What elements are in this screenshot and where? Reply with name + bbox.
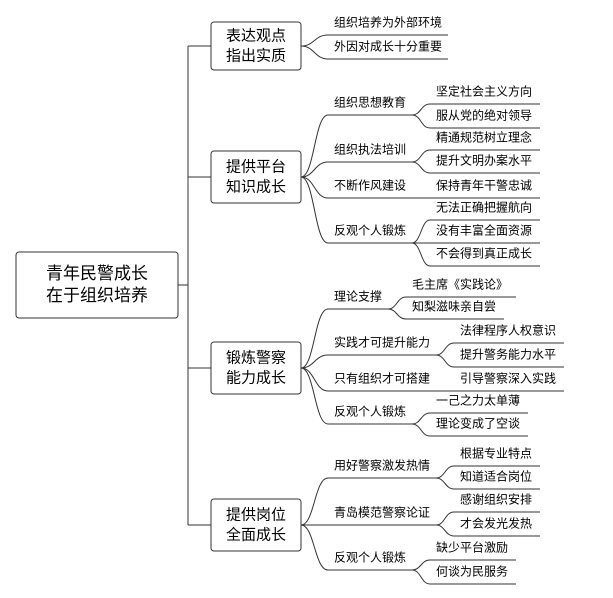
item-connector (300, 45, 329, 60)
child-connector (411, 161, 431, 174)
root-node-label: 青年民警成长 (46, 264, 148, 284)
item-label: 反观个人锻炼 (334, 404, 406, 419)
child-label: 才会发光发热 (460, 516, 532, 531)
branch-node-label: 全面成长 (226, 526, 286, 544)
child-connector (411, 559, 431, 571)
item-label: 不断作风建设 (334, 178, 406, 193)
item-label: 用好警察激发热情 (334, 458, 430, 473)
child-label: 保持青年干警忠诚 (436, 178, 532, 193)
child-connector (411, 103, 431, 116)
item-label: 实践才可提升能力 (334, 335, 430, 350)
child-label: 无法正确把握航向 (436, 200, 532, 215)
item-connector (300, 367, 329, 392)
child-label: 理论变成了空谈 (436, 416, 520, 431)
item-label: 青岛模范警察论证 (334, 505, 430, 520)
child-label: 坚定社会主义方向 (436, 84, 532, 99)
item-label: 组织执法培训 (334, 142, 406, 157)
child-connector (435, 342, 455, 356)
item-connector (300, 114, 329, 178)
child-label: 不会得到真正成长 (436, 246, 532, 261)
item-connector (300, 176, 329, 199)
child-connector (411, 412, 431, 425)
branch-node-label: 能力成长 (226, 369, 286, 387)
child-label: 精通规范树立理念 (436, 130, 532, 145)
root-node (15, 251, 179, 319)
branch-node (210, 498, 302, 552)
item-connector (300, 176, 329, 244)
item-connector (300, 354, 329, 369)
child-connector (411, 423, 431, 437)
item-connector (300, 161, 329, 178)
child-connector (411, 114, 431, 129)
item-label: 组织思想教育 (334, 95, 406, 110)
child-label: 何谈为民服务 (436, 564, 508, 579)
branch-node-label: 知识成长 (226, 178, 286, 196)
branch-node-label: 提供岗位 (226, 506, 286, 524)
child-label: 一己之力太单薄 (436, 393, 520, 408)
item-label: 只有组织才可搭建 (334, 372, 430, 386)
item-connector (300, 34, 329, 47)
child-connector (435, 354, 455, 368)
child-connector (387, 296, 407, 310)
child-connector (387, 308, 407, 320)
branch-node-label: 锻炼警察 (226, 349, 286, 367)
child-label: 毛主席《实践论》 (412, 277, 508, 292)
child-label: 提升警务能力水平 (460, 347, 556, 362)
root-node-label: 在于组织培养 (46, 286, 148, 306)
child-label: 引导警察深入实践 (460, 371, 556, 386)
child-connector (435, 465, 455, 479)
child-connector (411, 149, 431, 163)
item-label: 外因对成长十分重要 (334, 40, 442, 54)
child-connector (435, 524, 455, 537)
child-connector (411, 219, 431, 244)
item-label: 组织培养为外部环境 (334, 15, 442, 30)
child-connector (411, 242, 431, 267)
child-label: 提升文明办案水平 (436, 153, 532, 168)
item-connector (300, 308, 329, 369)
child-label: 缺少平台激励 (436, 540, 508, 555)
child-connector (411, 569, 431, 585)
branch-node (210, 341, 302, 395)
branch-node-label: 指出实质 (226, 47, 286, 65)
item-connector (300, 524, 329, 571)
child-label: 根据专业特点 (460, 446, 532, 461)
connector-lines (178, 34, 564, 585)
child-label: 知道适合岗位 (460, 469, 532, 484)
branch-node (210, 150, 302, 204)
item-connector (300, 367, 329, 425)
child-connector (435, 511, 455, 526)
child-label: 法律程序人权意识 (460, 323, 556, 338)
branch-node (210, 21, 302, 71)
child-label: 服从党的绝对领导 (436, 108, 532, 123)
item-label: 反观个人锻炼 (334, 223, 406, 238)
branch-node-label: 表达观点 (226, 27, 286, 45)
child-connector (435, 477, 455, 490)
child-label: 没有丰富全面资源 (436, 223, 532, 238)
branch-node-label: 提供平台 (226, 158, 286, 176)
item-label: 反观个人锻炼 (334, 550, 406, 565)
item-label: 理论支撑 (334, 289, 382, 304)
child-label: 知梨滋味亲自尝 (412, 299, 496, 314)
child-label: 感谢组织安排 (460, 492, 532, 507)
item-connector (300, 477, 329, 526)
